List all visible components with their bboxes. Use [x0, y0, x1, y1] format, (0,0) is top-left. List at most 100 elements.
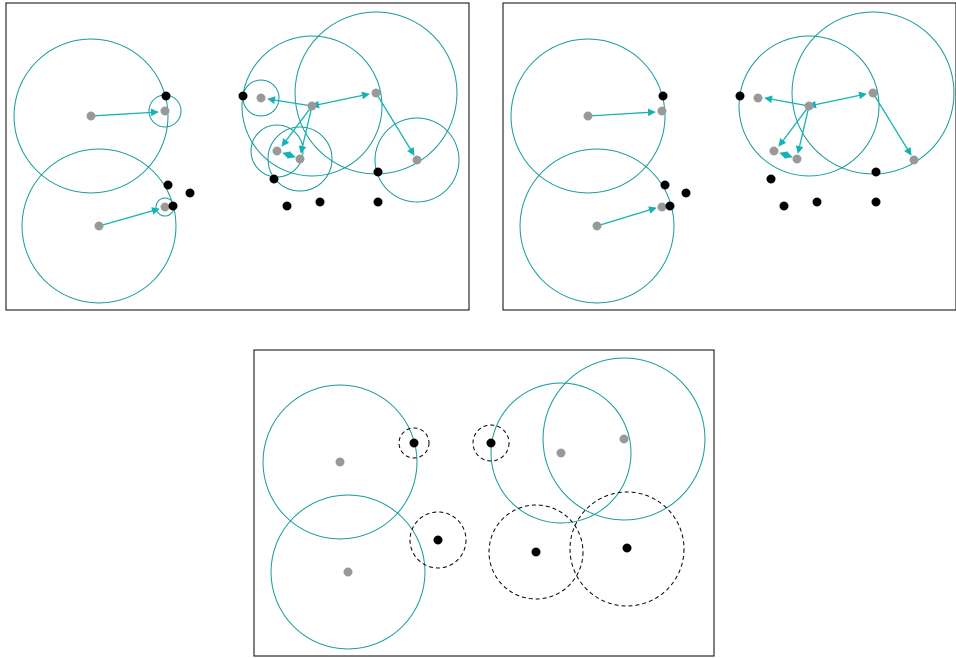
target-point — [373, 167, 383, 177]
move-arrow — [375, 92, 415, 156]
target-point — [238, 91, 248, 101]
move-arrow — [587, 108, 656, 117]
sensor-point — [583, 111, 593, 121]
target-point — [373, 197, 383, 207]
move-arrow — [311, 91, 370, 109]
gray-points — [335, 434, 629, 577]
panel-frame — [502, 2, 956, 311]
sensor-point — [619, 434, 629, 444]
move-arrow — [778, 105, 810, 147]
black-points — [161, 91, 383, 211]
coverage-circle — [270, 494, 426, 650]
sensor-point — [753, 93, 763, 103]
sensor-point — [412, 155, 422, 165]
target-point — [660, 180, 670, 190]
sensor-point — [307, 101, 317, 111]
gray-points — [583, 88, 919, 231]
coverage-circle — [510, 38, 666, 194]
coverage-circle — [21, 148, 177, 304]
black-points — [658, 91, 881, 211]
target-point — [766, 174, 776, 184]
coverage-circle — [13, 38, 169, 194]
panel-top-left — [5, 2, 470, 311]
sensor-point — [592, 221, 602, 231]
sensor-point — [792, 154, 802, 164]
circles — [262, 357, 706, 650]
move-arrow — [98, 207, 160, 227]
target-point — [531, 547, 541, 557]
move-arrow — [779, 151, 793, 159]
coverage-circle — [519, 148, 675, 304]
target-point — [779, 201, 789, 211]
move-arrow — [282, 151, 296, 159]
sensor-point — [160, 202, 170, 212]
move-arrow — [298, 105, 313, 154]
move-arrow — [795, 105, 810, 154]
target-point — [681, 188, 691, 198]
sensor-point — [272, 146, 282, 156]
target-point — [622, 543, 632, 553]
sensor-point — [371, 88, 381, 98]
sensor-point — [94, 221, 104, 231]
sensor-point — [343, 567, 353, 577]
target-point — [269, 174, 279, 184]
sensor-point — [556, 448, 566, 458]
panel-bottom — [253, 349, 715, 657]
dashed-range-circle — [472, 424, 510, 462]
arrows — [587, 91, 912, 227]
circles — [510, 11, 955, 304]
coverage-circle — [738, 35, 880, 177]
move-arrow — [808, 91, 867, 109]
arrows — [90, 91, 415, 227]
coverage-circle — [267, 126, 333, 192]
move-arrow — [90, 108, 159, 117]
target-point — [282, 201, 292, 211]
move-arrow — [281, 105, 313, 147]
coverage-circle — [490, 382, 632, 524]
gray-points — [86, 88, 422, 231]
circles — [13, 11, 460, 304]
sensor-point — [909, 155, 919, 165]
target-point — [433, 535, 443, 545]
sensor-point — [256, 93, 266, 103]
target-point — [315, 197, 325, 207]
coverage-circle — [262, 384, 418, 540]
panel-top-right — [502, 2, 956, 311]
sensor-point — [295, 154, 305, 164]
target-point — [735, 91, 745, 101]
target-point — [871, 197, 881, 207]
target-point — [409, 438, 419, 448]
move-arrow — [267, 96, 313, 107]
coverage-circle — [542, 357, 706, 521]
target-point — [168, 201, 178, 211]
move-arrow — [872, 92, 912, 156]
coverage-circle — [241, 35, 383, 177]
move-arrow — [596, 206, 657, 227]
target-point — [658, 91, 668, 101]
sensor-point — [868, 88, 878, 98]
sensor-point — [160, 106, 170, 116]
target-point — [163, 180, 173, 190]
sensor-point — [657, 202, 667, 212]
dashed-circles — [398, 424, 685, 607]
coverage-circle — [374, 117, 460, 203]
dashed-range-circle — [569, 491, 685, 607]
target-point — [161, 91, 171, 101]
dashed-range-circle — [409, 511, 467, 569]
sensor-point — [86, 111, 96, 121]
target-point — [665, 201, 675, 211]
black-points — [409, 438, 632, 557]
target-point — [185, 188, 195, 198]
target-point — [486, 438, 496, 448]
move-arrow — [764, 95, 810, 107]
panel-frame — [5, 2, 470, 311]
panel-frame — [253, 349, 715, 657]
sensor-point — [804, 101, 814, 111]
target-point — [871, 167, 881, 177]
target-point — [812, 197, 822, 207]
dashed-range-circle — [488, 504, 584, 600]
sensor-point — [657, 106, 667, 116]
sensor-point — [335, 457, 345, 467]
dashed-range-circle — [398, 427, 430, 459]
